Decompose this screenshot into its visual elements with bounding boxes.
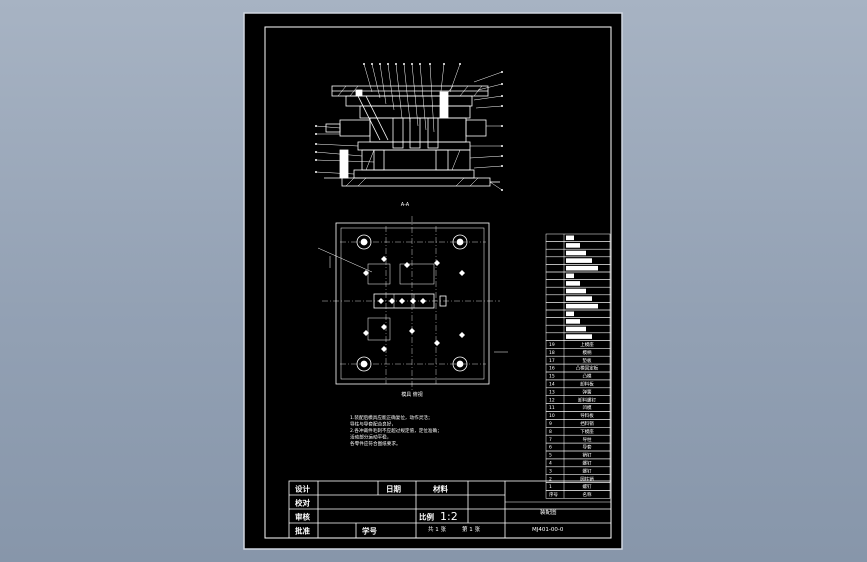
sheet-total: 共 1 张 — [428, 525, 446, 533]
part-name: 圆柱销 — [580, 475, 594, 482]
part-number: 2 — [549, 476, 552, 482]
reviewed-label: 审核 — [295, 512, 310, 522]
table-cell-filled — [566, 273, 574, 279]
scale-value: 1:2 — [440, 510, 458, 523]
part-number: 5 — [549, 453, 552, 459]
table-cell-filled — [566, 235, 574, 241]
note-line: 活动部分运动平稳， — [350, 434, 391, 441]
table-cell-filled — [566, 281, 580, 286]
section-leader-dots — [315, 63, 503, 191]
note-line: 各零件应符合图纸要求。 — [350, 440, 401, 447]
table-cell-filled — [566, 296, 592, 301]
part-number: 序号 — [549, 491, 558, 498]
designed-label: 设计 — [295, 484, 310, 494]
table-cell-filled — [566, 303, 598, 309]
drawing-code: MJ401-00-0 — [532, 527, 564, 533]
part-number: 6 — [549, 445, 552, 451]
plan-pierce-holes — [363, 256, 465, 352]
part-number: 11 — [549, 405, 555, 411]
table-cell-filled — [566, 265, 598, 271]
part-name: 导料板 — [580, 412, 594, 419]
technical-notes: 1.装配后模具应能正确复位，动作灵活； 导柱与导套配合良好， 2.各冲裁件毛刺不… — [350, 414, 442, 447]
part-number: 19 — [549, 342, 555, 348]
part-name: 螺钉 — [583, 460, 592, 467]
drawing-name: 装配图 — [540, 508, 557, 516]
drawing-sheet — [243, 12, 623, 550]
part-name: 螺钉 — [583, 483, 592, 490]
part-name: 卸料螺钉 — [578, 396, 596, 403]
plan-label: 模具 俯视 — [401, 391, 423, 398]
part-name: 弹簧 — [583, 388, 592, 395]
part-number: 17 — [549, 358, 555, 364]
part-name: 垫板 — [583, 357, 592, 364]
part-number: 12 — [549, 397, 555, 403]
table-cell-filled — [566, 319, 580, 324]
sheet-no: 第 1 张 — [462, 525, 480, 533]
part-number: 3 — [549, 468, 552, 474]
part-number: 16 — [549, 366, 555, 372]
note-line: 导柱与导套配合良好， — [350, 421, 396, 428]
part-name: 凸模固定板 — [576, 365, 599, 372]
table-cell-filled — [566, 243, 580, 248]
note-line: 2.各冲裁件毛刺不应超过规定值，定位准确； — [350, 427, 442, 434]
part-number: 18 — [549, 350, 555, 356]
table-cell-filled — [566, 311, 574, 317]
title-block-values: 1:2 装配图 共 1 张 第 1 张 MJ401-00-0 — [428, 508, 564, 533]
part-number: 8 — [549, 429, 552, 435]
part-number: 9 — [549, 421, 552, 427]
part-name: 导套 — [583, 444, 592, 451]
date-label: 日期 — [386, 484, 401, 494]
table-cell-filled — [566, 288, 586, 294]
table-row — [545, 490, 611, 499]
part-name: 上模座 — [580, 341, 594, 348]
table-cell-filled — [566, 250, 586, 256]
checked-label: 校对 — [295, 498, 310, 508]
part-name: 导柱 — [583, 436, 592, 443]
part-name: 模柄 — [583, 349, 592, 356]
part-name: 凹模 — [583, 404, 592, 411]
student-no-label: 学号 — [362, 526, 377, 536]
part-name: 下模座 — [580, 428, 594, 435]
note-line: 1.装配后模具应能正确复位，动作灵活； — [350, 414, 432, 421]
section-label: A-A — [401, 202, 410, 208]
approved-label: 批准 — [295, 526, 310, 536]
part-name: 名称 — [583, 491, 592, 498]
part-number: 10 — [549, 413, 555, 419]
part-number: 14 — [549, 382, 555, 388]
plan-leaders — [317, 247, 508, 353]
section-leaders — [315, 63, 503, 191]
title-block-text: 设计 校对 审核 批准 日期 材料 比例 学号 — [295, 484, 448, 536]
part-name: 销钉 — [583, 452, 592, 459]
part-name: 挡料销 — [580, 420, 594, 427]
scale-label: 比例 — [419, 512, 434, 522]
table-cell-filled — [566, 326, 586, 332]
part-name: 螺钉 — [583, 467, 592, 474]
part-name: 凸模 — [583, 373, 592, 380]
part-number: 4 — [549, 461, 552, 467]
part-number: 15 — [549, 374, 555, 380]
title-block — [288, 480, 612, 539]
part-name: 卸料板 — [580, 381, 594, 388]
part-number: 1 — [549, 484, 552, 490]
table-cell-filled — [566, 334, 592, 339]
table-cell-filled — [566, 258, 592, 263]
part-number: 13 — [549, 389, 555, 395]
material-label: 材料 — [433, 484, 448, 494]
part-number: 7 — [549, 437, 552, 443]
